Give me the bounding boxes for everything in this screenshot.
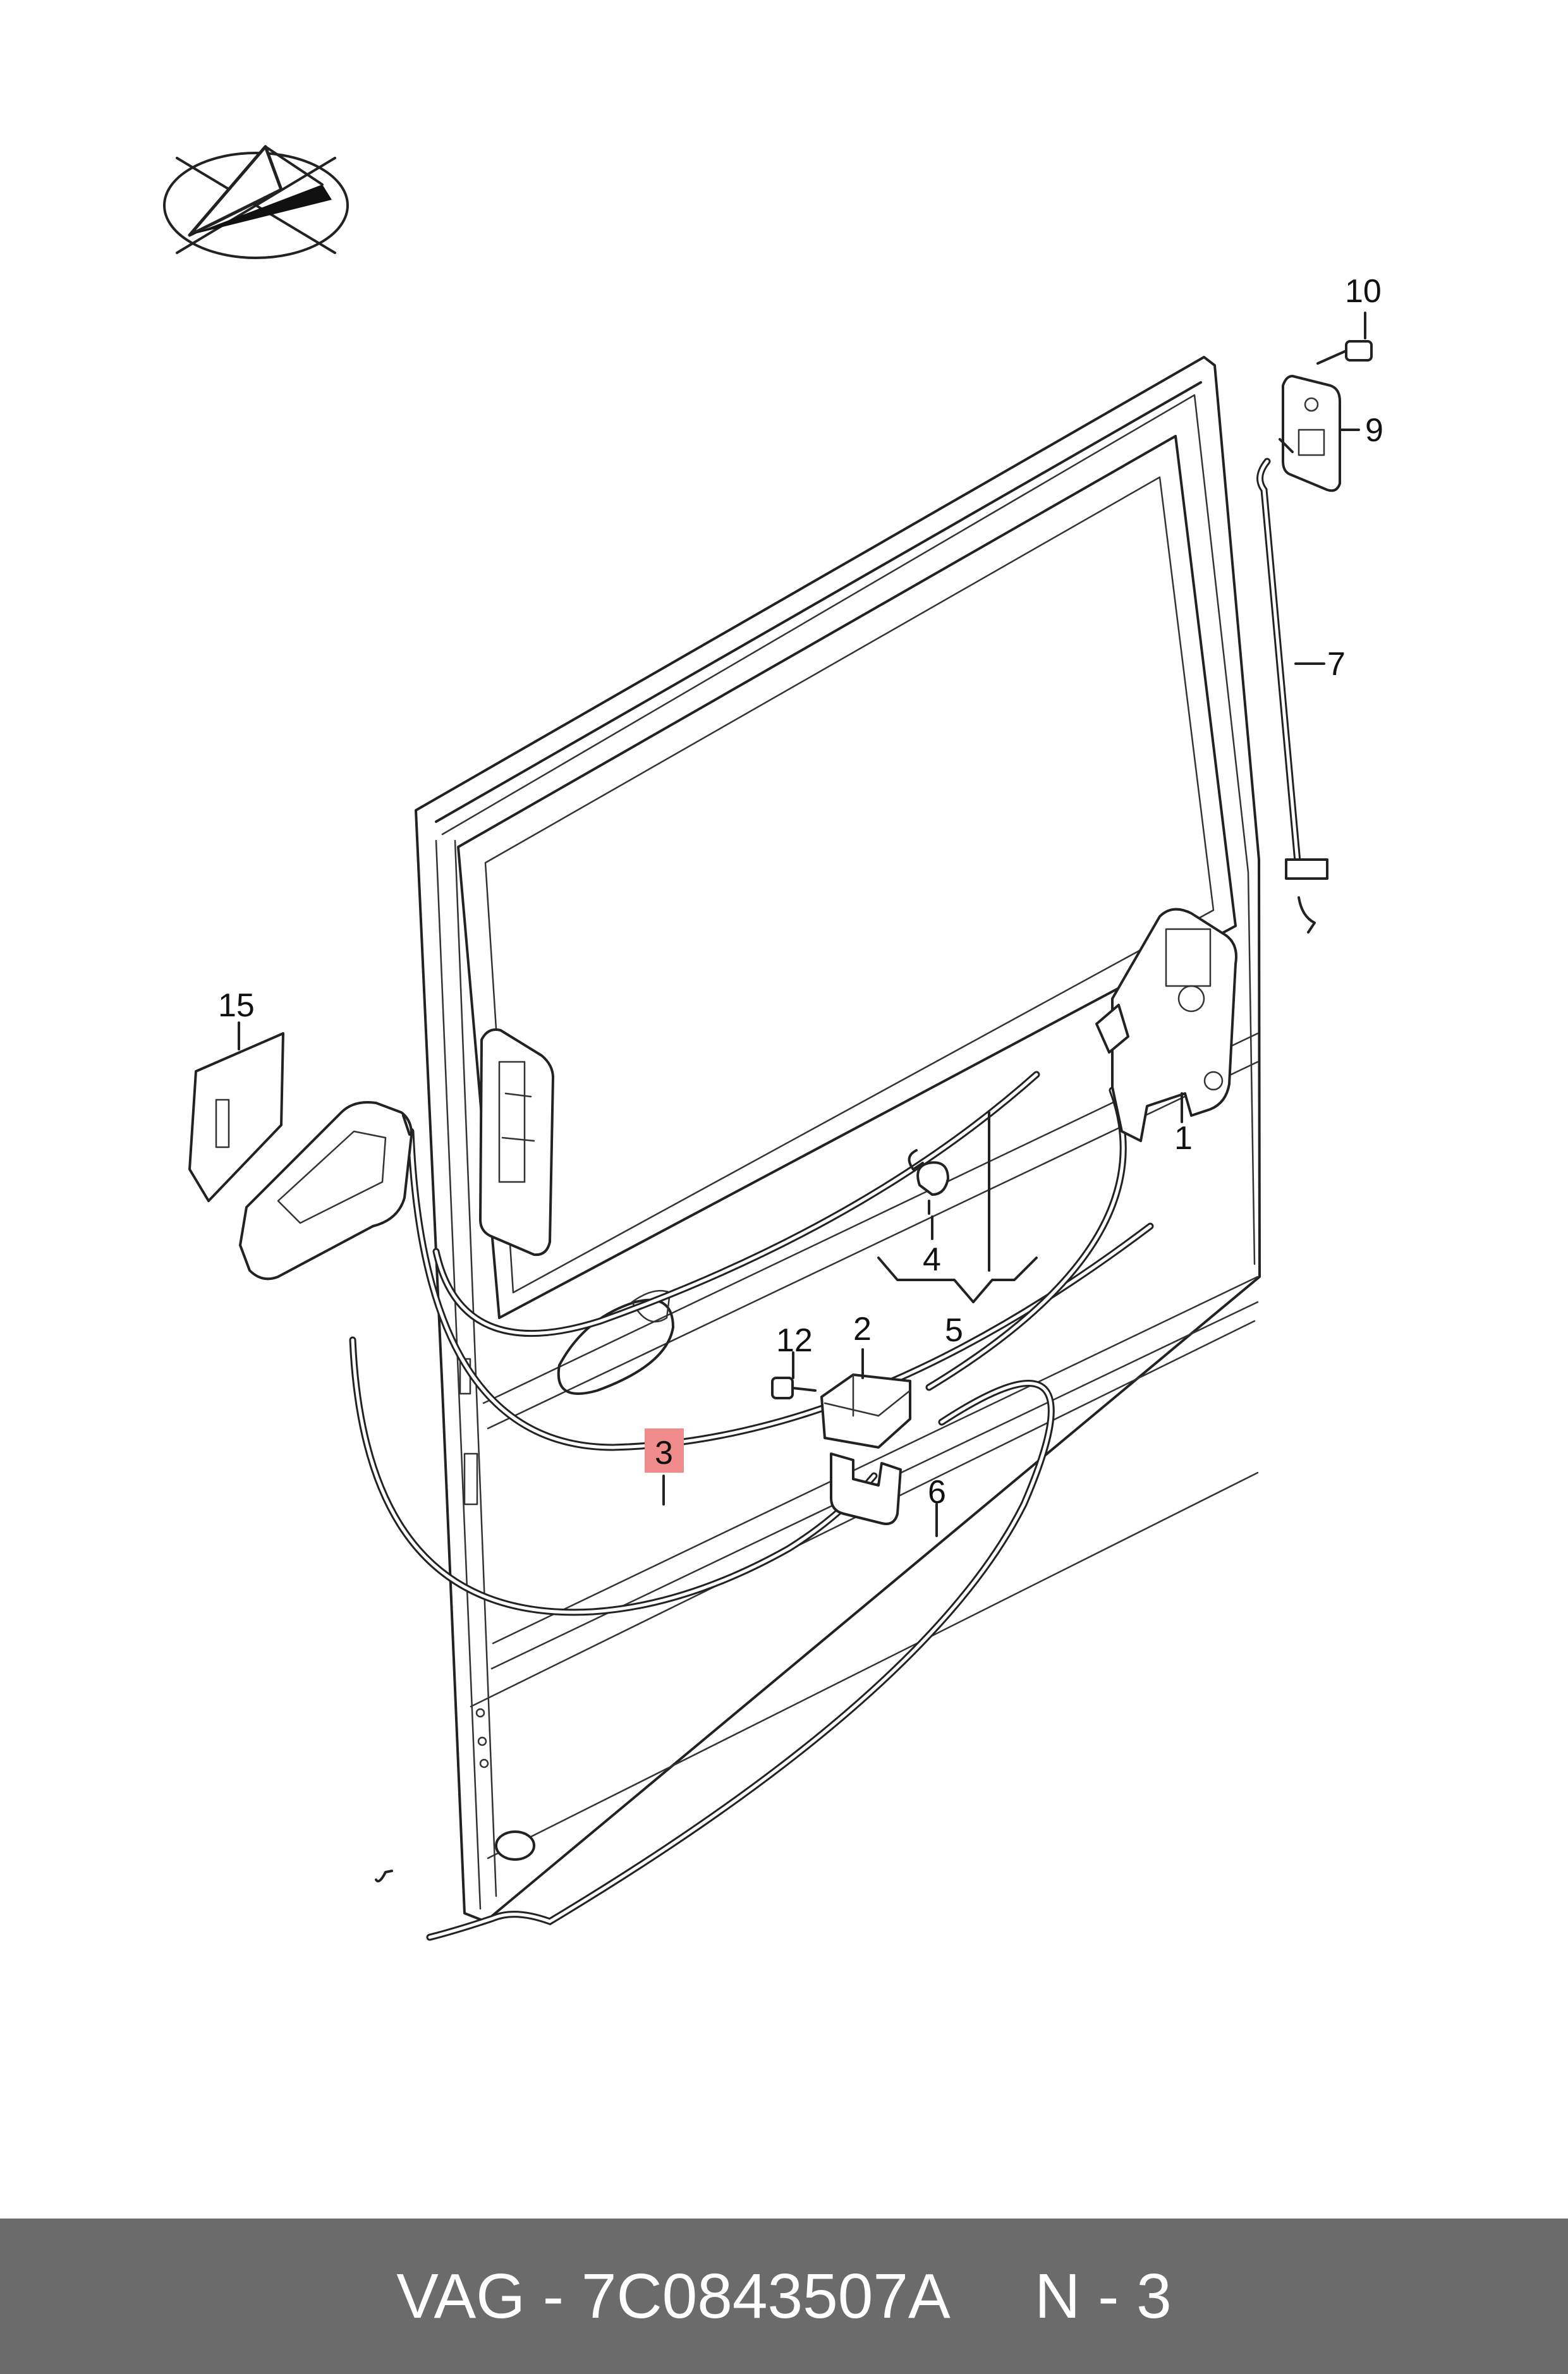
callout-2: 2 (853, 1311, 872, 1348)
actuator-part-2 (820, 1373, 911, 1525)
bolt-part-10 (1316, 340, 1373, 365)
bracket-part-9 (1279, 375, 1341, 492)
latch-part-1 (1095, 908, 1237, 1142)
callout-7: 7 (1327, 646, 1346, 683)
paper-plane-logo-icon (163, 145, 349, 259)
parts-diagram: 1 2 3 4 5 6 7 9 10 12 15 (163, 145, 1383, 1941)
clip-part-4 (908, 1149, 949, 1215)
screw-part-12 (771, 1377, 817, 1399)
callout-3: 3 (655, 1435, 673, 1471)
callout-1: 1 (1174, 1120, 1193, 1157)
cables (349, 458, 1328, 1941)
callout-9: 9 (1365, 412, 1383, 449)
footer-bar: VAG - 7C0843507A N - 3 (0, 2219, 1568, 2374)
callout-5: 5 (945, 1312, 963, 1349)
inner-door-handle (479, 1028, 554, 1257)
part-number-label: VAG - 7C0843507A N - 3 (396, 2260, 1172, 2332)
callout-10: 10 (1345, 273, 1382, 310)
handle-mechanism (239, 1101, 413, 1281)
callout-4: 4 (923, 1241, 941, 1278)
callout-6: 6 (928, 1474, 946, 1511)
callout-15: 15 (218, 987, 255, 1024)
cover-plate-part-15 (188, 1032, 284, 1202)
highlight-box (645, 1428, 684, 1473)
leader-lines (238, 312, 1366, 1537)
callout-12: 12 (776, 1322, 813, 1359)
